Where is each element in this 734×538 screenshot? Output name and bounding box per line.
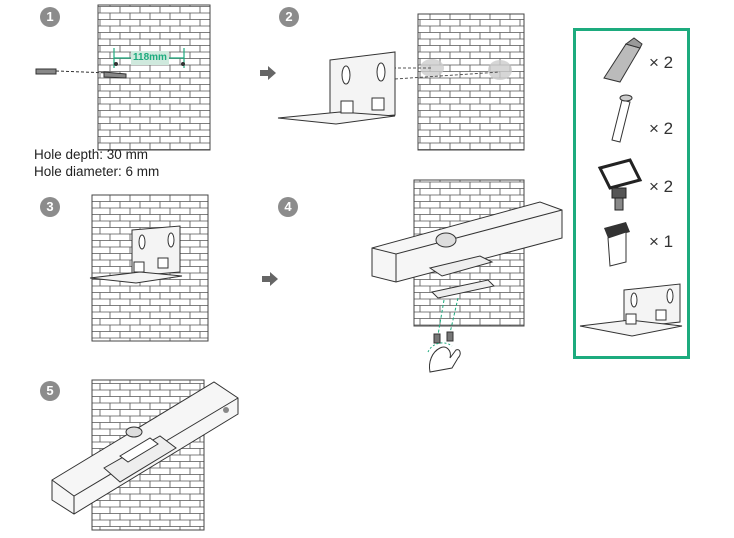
measure-label: 118mm [133,52,167,63]
thumb-screw-icon [604,222,630,267]
step3-bracket [89,225,183,284]
step1-measure [113,48,185,68]
step-badge-2: 2 [279,7,299,27]
hole-depth-note: Hole depth: 30 mm [34,147,149,162]
loop-qty: × 2 [649,177,674,196]
next-arrow-icon [262,272,278,286]
loop-bracket-icon [597,158,643,211]
step-badge-3: 3 [40,197,60,217]
step-badge-5: 5 [40,381,60,401]
mount-bracket-icon [579,283,683,337]
screw-qty: × 2 [649,119,674,138]
step2-bracket [277,51,396,125]
kit-panel [573,28,690,359]
screw-icon [611,94,633,143]
step-badge-4: 4 [278,197,298,217]
step2-wall [379,13,525,151]
wall-anchor-icon [603,37,643,83]
step-badge-1: 1 [40,7,60,27]
anchor-qty: × 2 [649,53,674,72]
hole-diameter-note: Hole diameter: 6 mm [34,164,160,179]
step1-drill-bit [35,62,185,79]
hand-icon [427,342,461,373]
step5-camera-bar [51,381,239,515]
step4-camera-bar [371,201,563,344]
next-arrow-icon [260,66,276,80]
knob-qty: × 1 [649,232,674,251]
